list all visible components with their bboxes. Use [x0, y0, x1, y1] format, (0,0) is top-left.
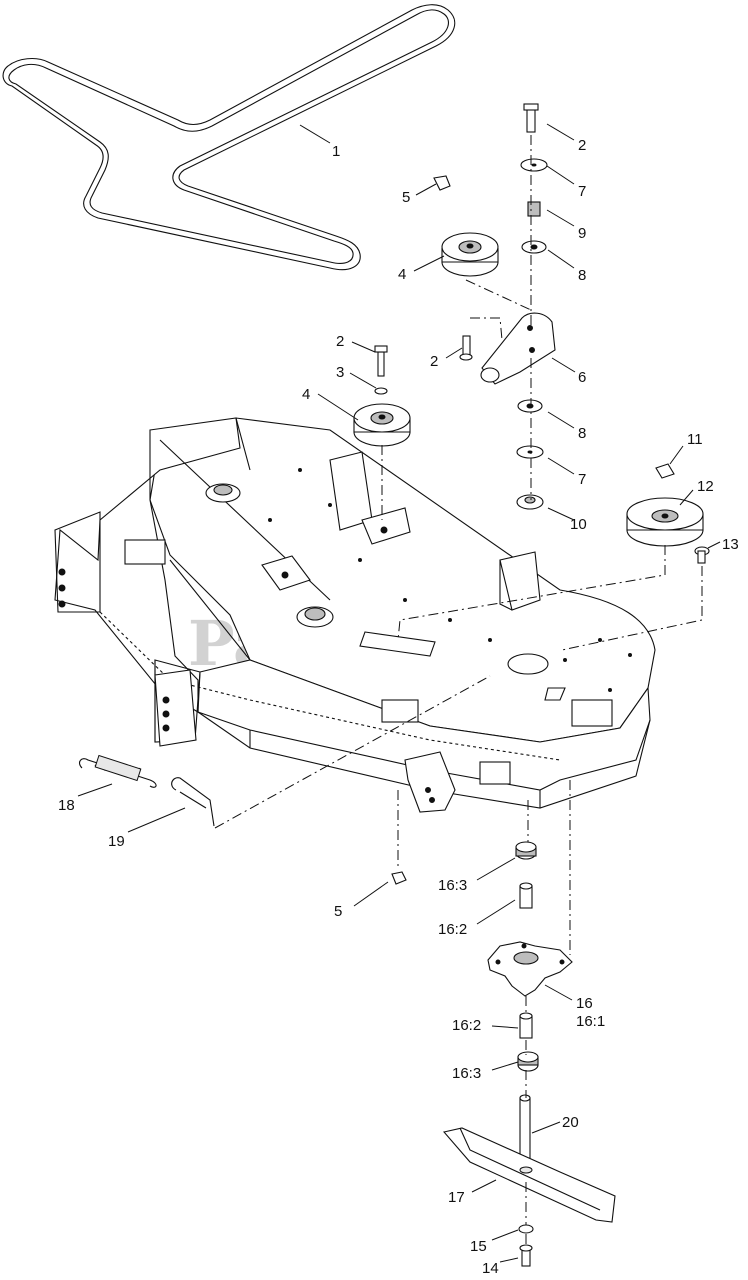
callout-8-top[interactable]: 8 [578, 267, 586, 284]
callout-20[interactable]: 20 [562, 1114, 579, 1131]
spacer-part-9[interactable] [527, 201, 541, 217]
washer-part-8-mid[interactable] [517, 399, 543, 413]
nut-part-5-lower[interactable] [391, 871, 407, 885]
centerlines [214, 135, 703, 1246]
spindle-pulley-part-12[interactable] [626, 497, 704, 547]
callout-10[interactable]: 10 [570, 516, 587, 533]
callout-2-top[interactable]: 2 [578, 137, 586, 154]
mower-deck[interactable] [54, 417, 656, 813]
callout-8-mid[interactable]: 8 [578, 425, 586, 442]
washer-part-7-mid[interactable] [516, 445, 544, 459]
callout-4-lower[interactable]: 4 [302, 386, 310, 403]
nut-part-11[interactable] [655, 463, 675, 479]
callout-18[interactable]: 18 [58, 797, 75, 814]
spacer-part-16-2-top[interactable] [519, 882, 533, 909]
washer-part-7-top[interactable] [520, 158, 548, 172]
callout-4-top[interactable]: 4 [398, 266, 406, 283]
callout-5-top[interactable]: 5 [402, 189, 410, 206]
spacer-part-16-2-bottom[interactable] [519, 1012, 533, 1039]
callout-16-2-bottom[interactable]: 16:2 [452, 1017, 481, 1034]
washer-part-15[interactable] [518, 1224, 534, 1234]
callout-3[interactable]: 3 [336, 364, 344, 381]
washer-part-8-top[interactable] [521, 240, 547, 254]
callouts: 1 2 7 5 9 4 8 2 6 2 3 4 8 11 7 12 10 13 … [58, 137, 739, 1277]
callout-2-mid[interactable]: 2 [430, 353, 438, 370]
idler-pulley-part-4-lower[interactable] [353, 403, 411, 447]
callout-6[interactable]: 6 [578, 369, 586, 386]
washer-part-3[interactable] [374, 387, 388, 395]
callout-16-1[interactable]: 16:1 [576, 1013, 605, 1030]
callout-16-3-bottom[interactable]: 16:3 [452, 1065, 481, 1082]
callout-11[interactable]: 11 [687, 431, 703, 448]
callout-17[interactable]: 17 [448, 1189, 465, 1206]
callout-13[interactable]: 13 [722, 536, 739, 553]
bolt-part-13[interactable] [694, 546, 710, 564]
callout-7-top[interactable]: 7 [578, 183, 586, 200]
bearing-part-16-3-top[interactable] [515, 841, 537, 860]
leader-lines [77, 123, 721, 1263]
spring-part-18[interactable] [79, 754, 157, 788]
callout-19[interactable]: 19 [108, 833, 125, 850]
belt-part-1[interactable] [2, 4, 456, 271]
bolt-part-14[interactable] [519, 1244, 533, 1267]
callout-5-lower[interactable]: 5 [334, 903, 342, 920]
callout-14[interactable]: 14 [482, 1260, 499, 1277]
callout-12[interactable]: 12 [697, 478, 714, 495]
callout-15[interactable]: 15 [470, 1238, 487, 1255]
spacer-part-10[interactable] [516, 494, 544, 510]
bolt-part-2-mid[interactable] [459, 335, 473, 361]
idler-pulley-part-4-top[interactable] [441, 232, 499, 277]
bearing-part-16-3-bottom[interactable] [517, 1051, 539, 1072]
spindle-shaft-part-20[interactable] [519, 1094, 531, 1161]
idler-arm-part-6[interactable] [480, 312, 556, 385]
callout-1[interactable]: 1 [332, 143, 340, 160]
callout-16-2-top[interactable]: 16:2 [438, 921, 467, 938]
callout-2-lower[interactable]: 2 [336, 333, 344, 350]
callout-9[interactable]: 9 [578, 225, 586, 242]
callout-16[interactable]: 16 [576, 995, 593, 1012]
blade-part-17[interactable] [442, 1127, 616, 1223]
callout-16-3-top[interactable]: 16:3 [438, 877, 467, 894]
callout-7-mid[interactable]: 7 [578, 471, 586, 488]
hairpin-part-19[interactable] [171, 777, 215, 827]
bolt-part-2-top[interactable] [523, 103, 539, 133]
spindle-housing-part-16[interactable] [487, 941, 573, 997]
nut-part-5-top[interactable] [433, 175, 451, 191]
bolt-part-2-lower[interactable] [374, 345, 388, 377]
